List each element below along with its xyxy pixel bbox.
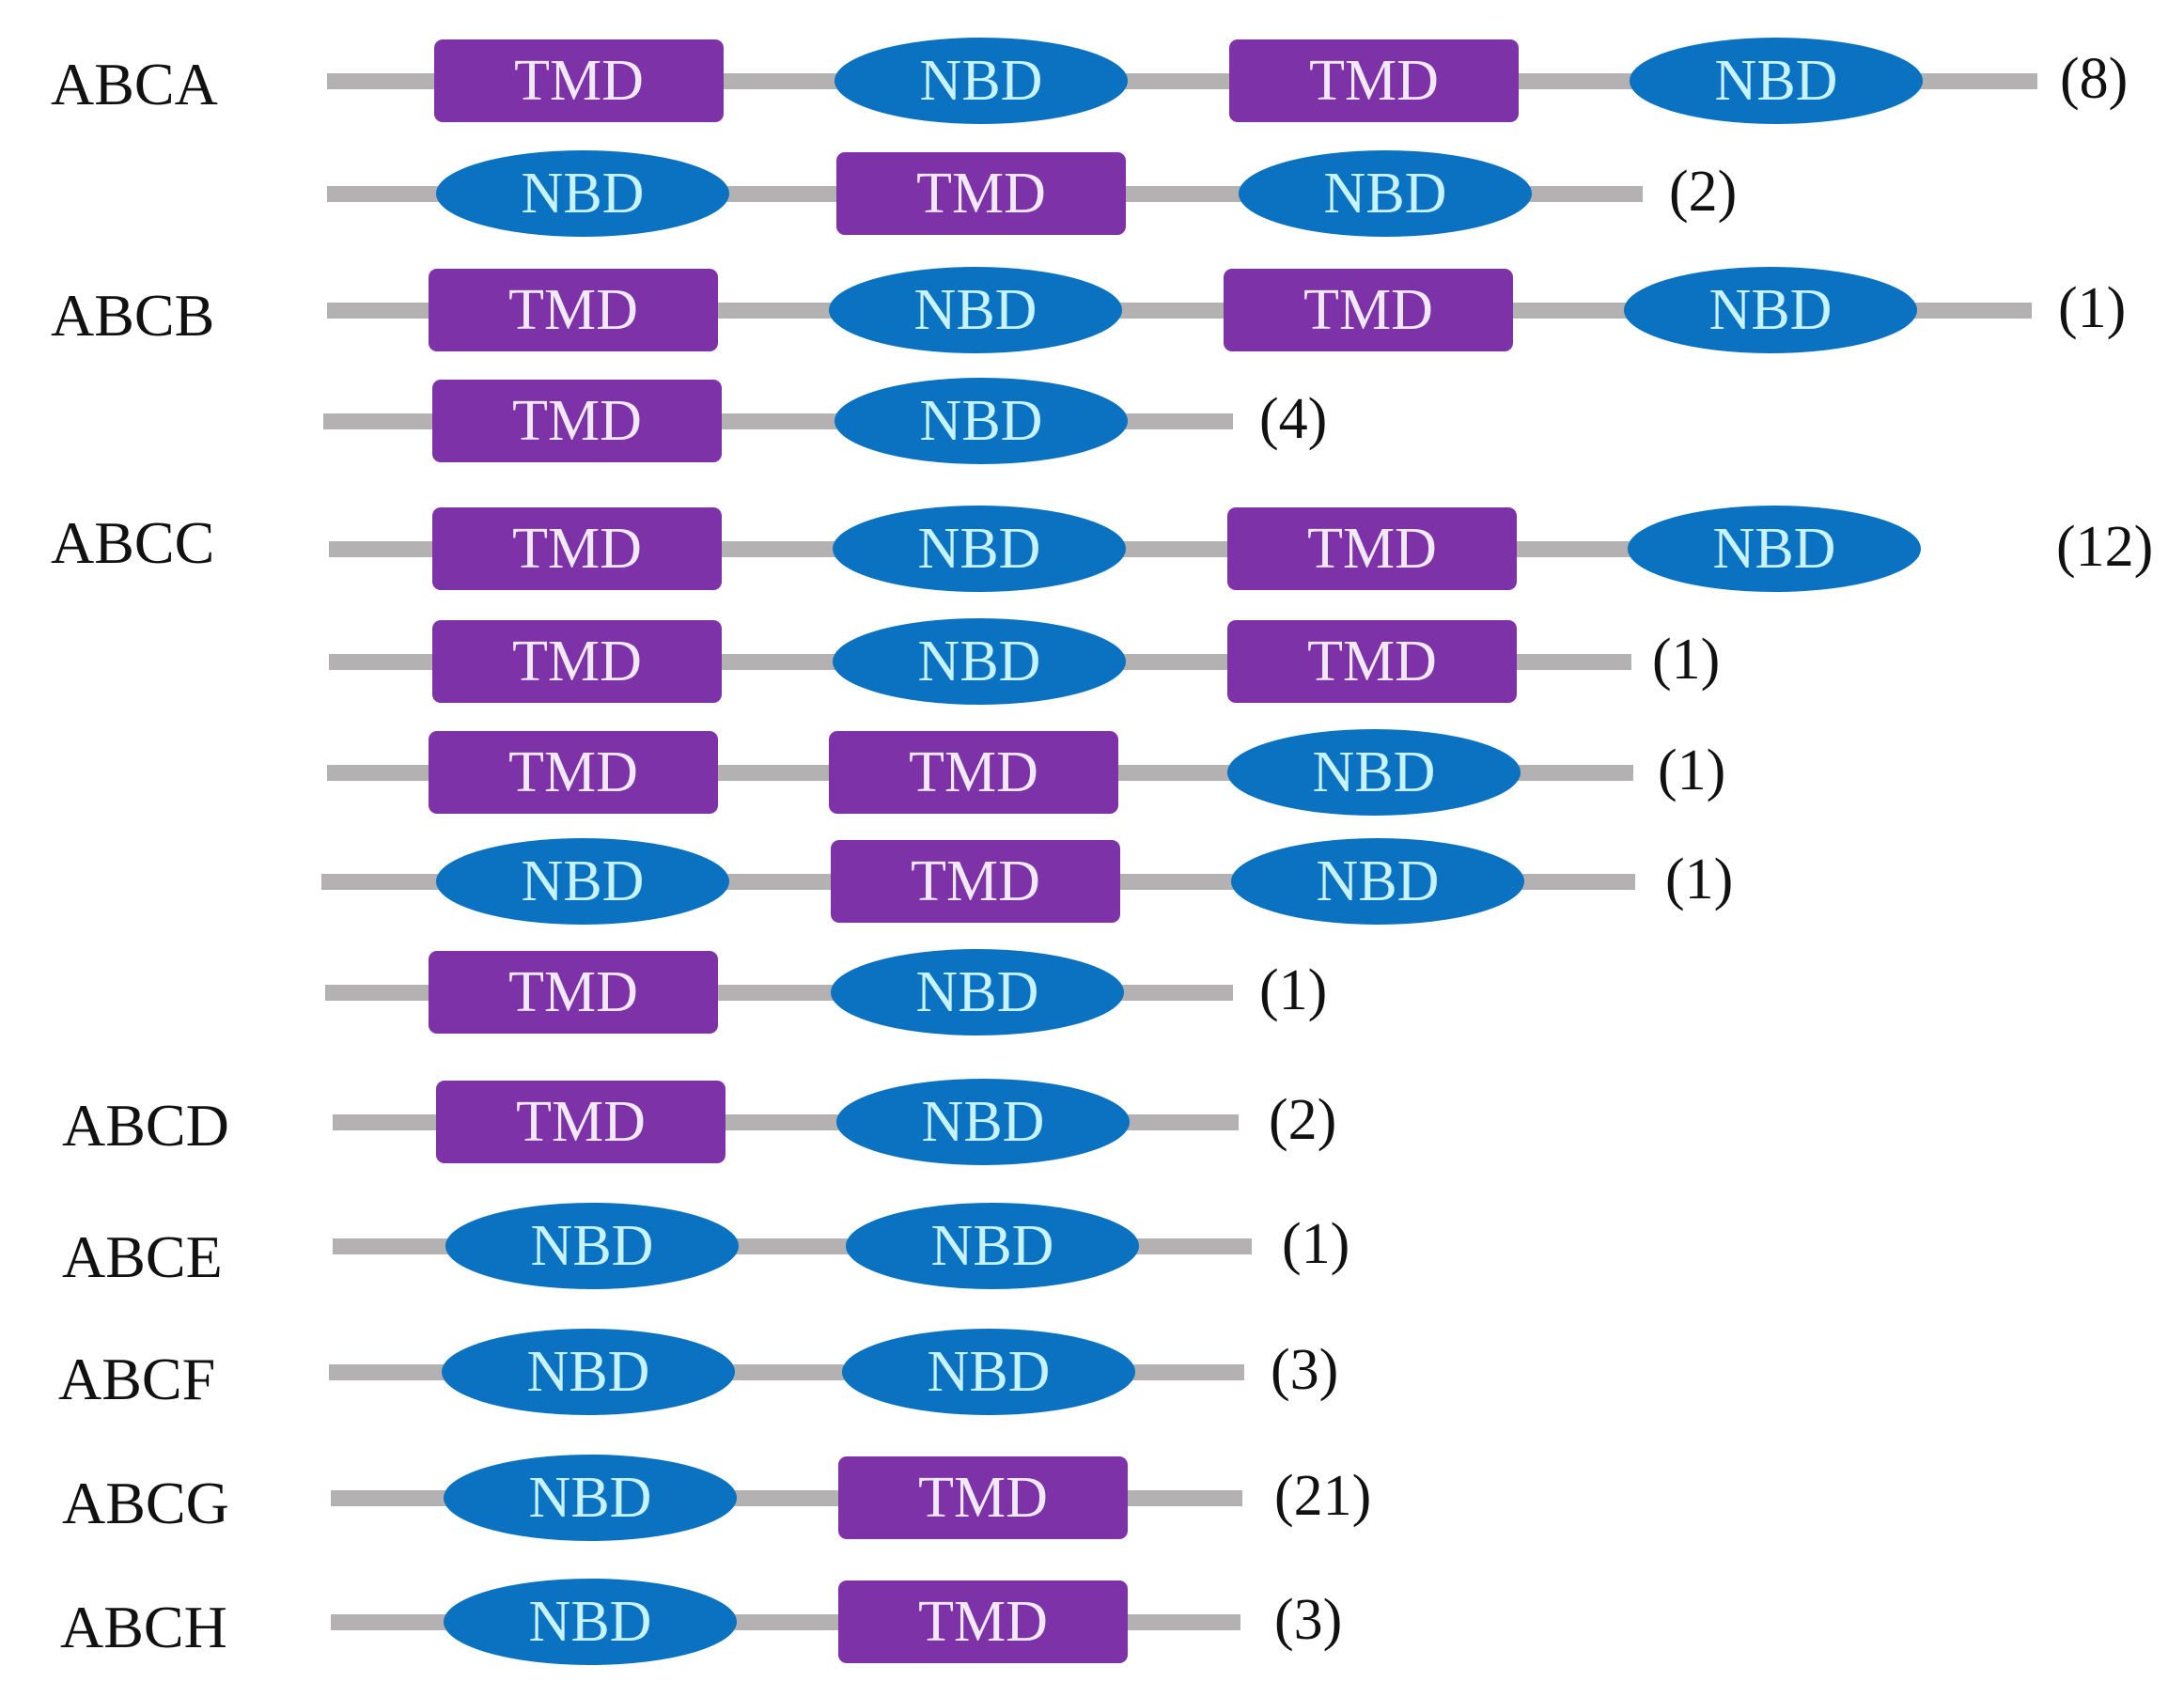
member-count: (1) [1282, 1212, 1350, 1276]
tmd-domain: TMD [1227, 620, 1517, 703]
nbd-domain: NBD [436, 150, 729, 237]
nbd-domain: NBD [436, 838, 729, 925]
family-label-abcd: ABCD [62, 1092, 229, 1159]
nbd-domain: NBD [444, 1579, 737, 1665]
nbd-domain: NBD [833, 506, 1126, 592]
family-label-abca: ABCA [51, 51, 218, 117]
tmd-domain: TMD [429, 951, 718, 1034]
family-label-abcf: ABCF [58, 1346, 216, 1412]
member-count: (1) [1665, 848, 1734, 911]
member-count: (2) [1269, 1088, 1337, 1152]
member-count: (12) [2056, 515, 2154, 579]
member-count: (3) [1274, 1588, 1343, 1652]
nbd-domain: NBD [1231, 838, 1524, 925]
member-count: (3) [1271, 1338, 1339, 1402]
nbd-domain: NBD [836, 1079, 1130, 1165]
member-count: (4) [1259, 387, 1328, 451]
member-count: (1) [1658, 739, 1726, 802]
tmd-domain: TMD [838, 1456, 1128, 1539]
family-label-abcc: ABCC [51, 509, 215, 576]
member-count: (1) [1652, 628, 1721, 692]
tmd-domain: TMD [829, 731, 1118, 814]
member-count: (1) [1259, 958, 1328, 1022]
linker-line [327, 303, 2032, 319]
nbd-domain: NBD [1628, 506, 1921, 592]
family-label-abcg: ABCG [62, 1470, 229, 1536]
nbd-domain: NBD [829, 267, 1122, 353]
nbd-domain: NBD [833, 618, 1126, 705]
nbd-domain: NBD [842, 1329, 1135, 1415]
nbd-domain: NBD [1227, 729, 1521, 816]
member-count: (2) [1669, 160, 1738, 224]
tmd-domain: TMD [1224, 269, 1513, 351]
nbd-domain: NBD [835, 378, 1128, 464]
nbd-domain: NBD [444, 1455, 737, 1541]
tmd-domain: TMD [432, 380, 722, 462]
nbd-domain: NBD [846, 1203, 1139, 1289]
tmd-domain: TMD [432, 507, 722, 590]
nbd-domain: NBD [445, 1203, 739, 1289]
family-label-abch: ABCH [60, 1594, 227, 1660]
nbd-domain: NBD [1630, 38, 1923, 124]
tmd-domain: TMD [1229, 39, 1519, 122]
tmd-domain: TMD [434, 39, 724, 122]
tmd-domain: TMD [429, 731, 718, 814]
nbd-domain: NBD [835, 38, 1128, 124]
family-label-abcb: ABCB [51, 282, 215, 349]
tmd-domain: TMD [429, 269, 718, 351]
member-count: (21) [1274, 1464, 1372, 1528]
tmd-domain: TMD [838, 1580, 1128, 1663]
tmd-domain: TMD [436, 1081, 725, 1163]
member-count: (8) [2060, 47, 2129, 111]
tmd-domain: TMD [836, 152, 1126, 235]
nbd-domain: NBD [1239, 150, 1532, 237]
tmd-domain: TMD [831, 840, 1120, 923]
nbd-domain: NBD [1624, 267, 1917, 353]
linker-line [327, 73, 2037, 89]
nbd-domain: NBD [831, 949, 1124, 1035]
family-label-abce: ABCE [62, 1223, 223, 1290]
tmd-domain: TMD [432, 620, 722, 703]
member-count: (1) [2058, 276, 2127, 340]
tmd-domain: TMD [1227, 507, 1517, 590]
nbd-domain: NBD [442, 1329, 735, 1415]
